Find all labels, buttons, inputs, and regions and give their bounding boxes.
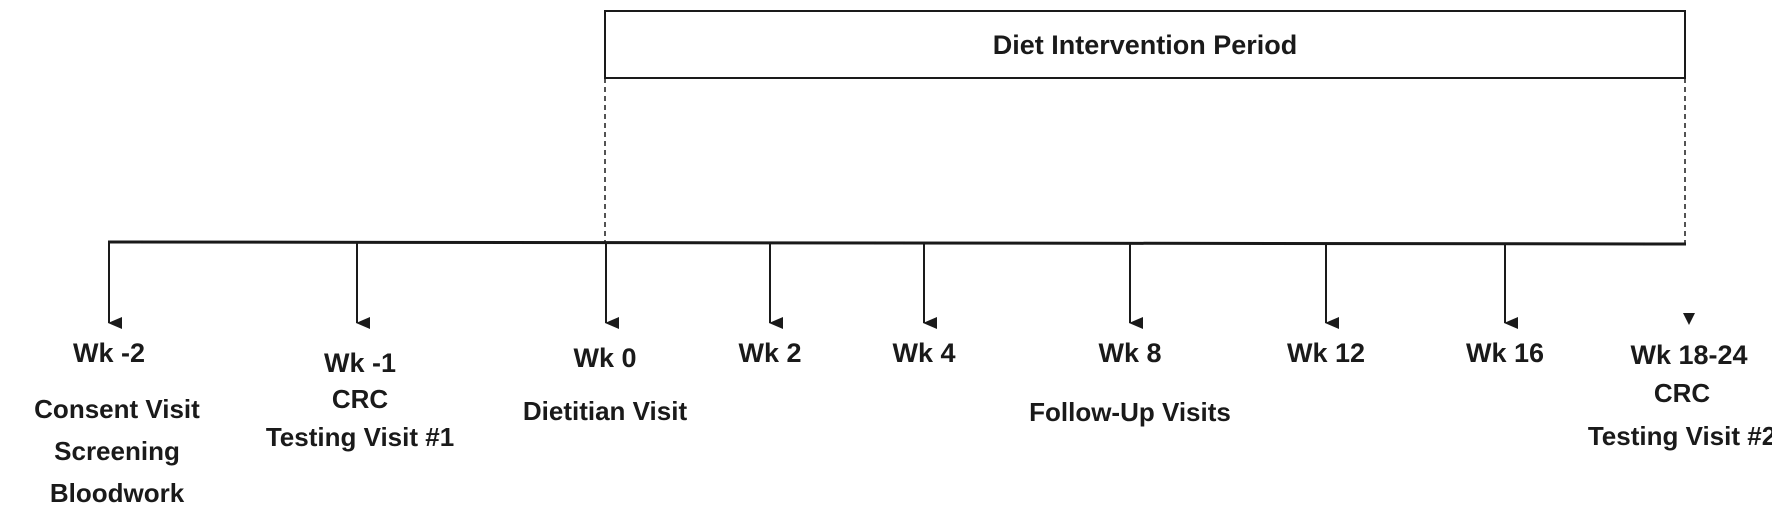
desc-bloodwork: Bloodwork bbox=[50, 478, 185, 508]
week-label-wk-minus-1: Wk -1 bbox=[324, 348, 396, 378]
week-label-wk-0: Wk 0 bbox=[573, 343, 636, 373]
arrowhead-wk-18-24 bbox=[1683, 313, 1695, 325]
week-label-wk-4: Wk 4 bbox=[892, 338, 955, 368]
follow-up-visits-label: Follow-Up Visits bbox=[1029, 397, 1231, 427]
desc-consent-visit: Consent Visit bbox=[34, 394, 200, 424]
desc-testing-visit-1: Testing Visit #1 bbox=[266, 422, 454, 452]
intervention-period-title: Diet Intervention Period bbox=[993, 30, 1298, 60]
desc-crc-1: CRC bbox=[332, 384, 389, 414]
desc-dietitian-visit: Dietitian Visit bbox=[523, 396, 688, 426]
timeline-axis bbox=[107, 240, 1687, 246]
desc-testing-visit-2: Testing Visit #2 bbox=[1588, 421, 1772, 451]
desc-crc-2: CRC bbox=[1654, 378, 1711, 408]
week-label-wk-18-24: Wk 18-24 bbox=[1630, 340, 1747, 370]
week-label-wk-8: Wk 8 bbox=[1098, 338, 1161, 368]
week-label-wk-12: Wk 12 bbox=[1287, 338, 1365, 368]
desc-screening: Screening bbox=[54, 436, 180, 466]
week-label-wk-minus-2: Wk -2 bbox=[73, 338, 145, 368]
intervention-period-box bbox=[604, 10, 1686, 79]
week-label-wk-16: Wk 16 bbox=[1466, 338, 1544, 368]
week-label-wk-2: Wk 2 bbox=[738, 338, 801, 368]
